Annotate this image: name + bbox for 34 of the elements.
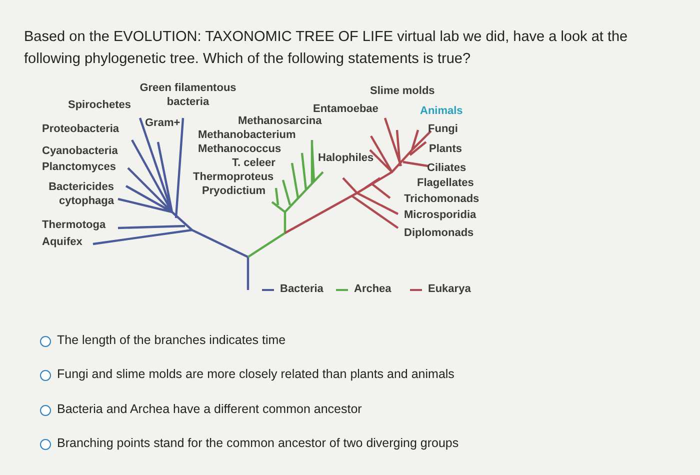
taxon-label: Cyanobacteria xyxy=(42,144,118,158)
legend-label: Eukarya xyxy=(428,282,471,296)
taxon-label: Gram+ xyxy=(145,116,180,130)
taxon-label: Entamoebae xyxy=(313,102,378,116)
taxon-label: Planctomyces xyxy=(42,160,116,174)
taxon-label: Plants xyxy=(429,142,462,156)
answer-option: Fungi and slime molds are more closely related than plants and animals xyxy=(57,367,454,381)
taxon-label: Methanosarcina xyxy=(238,114,322,128)
taxon-label: Spirochetes xyxy=(68,98,131,112)
taxon-label: Animals xyxy=(420,104,463,118)
legend-label: Bacteria xyxy=(280,282,324,296)
taxon-label: Bactericides cytophaga xyxy=(48,180,114,208)
taxon-label: Trichomonads xyxy=(404,192,480,206)
taxon-label: Flagellates xyxy=(417,176,474,190)
taxon-label: Methanococcus xyxy=(198,142,282,156)
taxon-label: Pryodictium xyxy=(202,184,266,198)
taxon-label: T. celeer xyxy=(232,156,276,170)
taxon-label: Fungi xyxy=(428,122,458,136)
answer-option: Branching points stand for the common ancestor of two diverging groups xyxy=(57,436,459,450)
answer-option: Bacteria and Archea have a different common ancestor xyxy=(57,402,362,416)
question-text: Based on the EVOLUTION: TAXONOMIC TREE OF LIFE virtual lab we did, have a look at the following phylogenetic tree. Which of the following statements is true? xyxy=(24,28,629,69)
answer-option: The length of the branches indicates time xyxy=(57,333,286,347)
taxon-label: Ciliates xyxy=(427,161,466,175)
taxon-label: Microsporidia xyxy=(404,208,476,222)
taxon-label: Halophiles xyxy=(318,151,374,165)
legend-label: Archea xyxy=(354,282,392,296)
taxon-label: Diplomonads xyxy=(404,226,474,240)
taxon-label: Proteobacteria xyxy=(42,122,120,136)
taxon-label: Slime molds xyxy=(370,84,435,98)
taxon-label: Aquifex xyxy=(42,235,82,249)
taxon-label: Thermotoga xyxy=(42,218,106,232)
taxon-label: Green filamentous bacteria xyxy=(138,81,238,109)
taxon-label: Methanobacterium xyxy=(198,128,296,142)
taxon-label: Thermoproteus xyxy=(193,170,274,184)
